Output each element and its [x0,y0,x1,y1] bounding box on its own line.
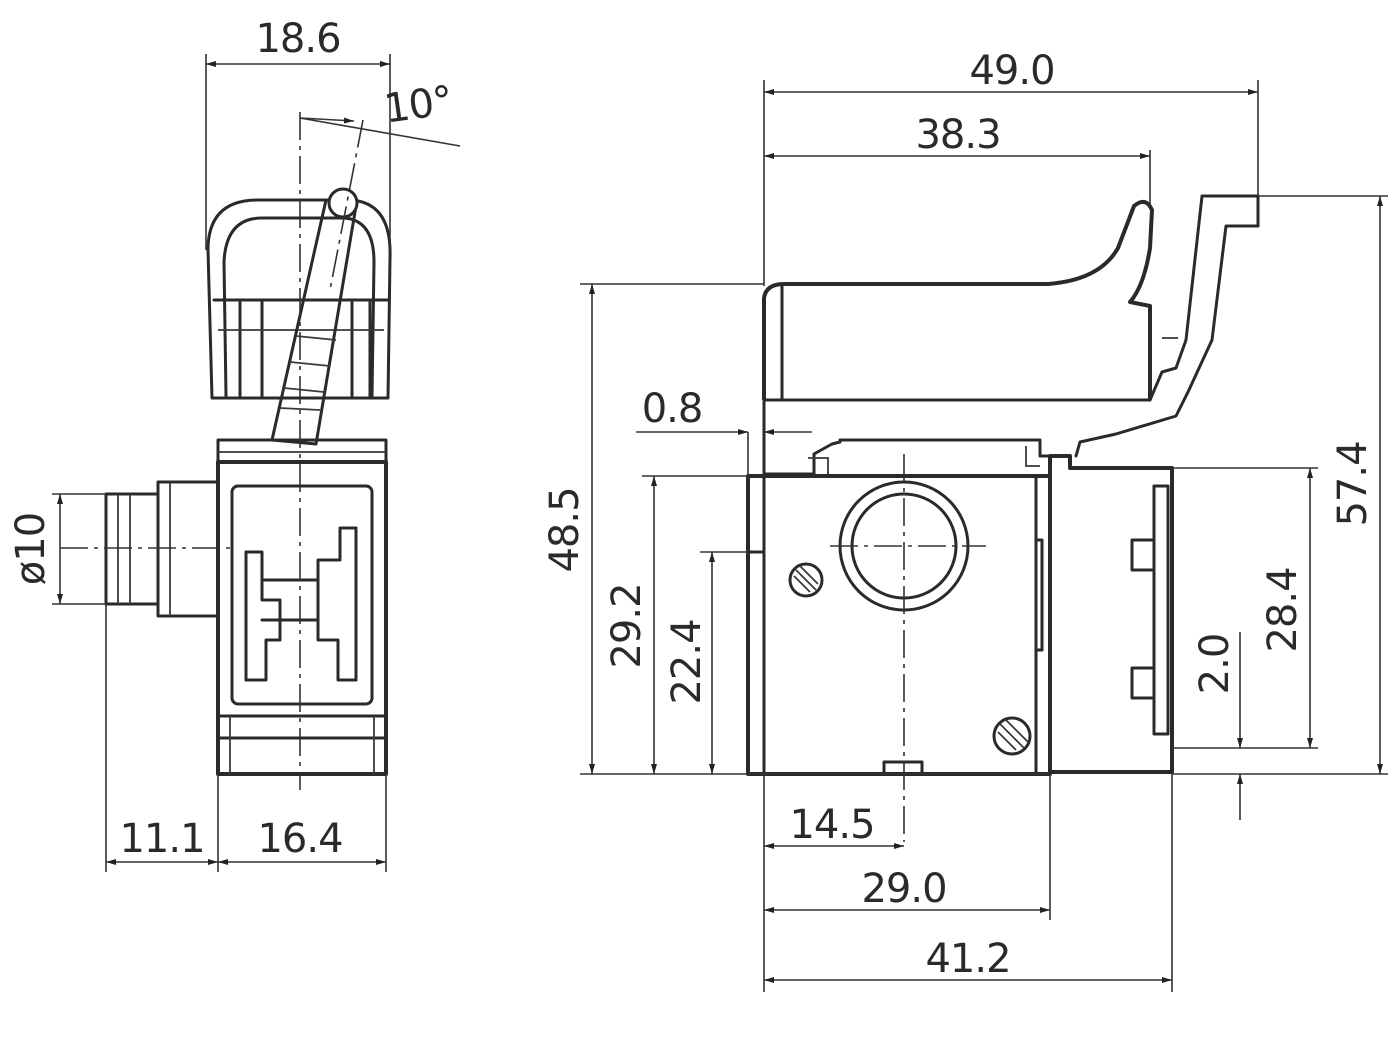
dim-overall-width: 49.0 [969,48,1054,94]
dim-angle: 10° [381,78,455,133]
dim-overall-height: 57.4 [1330,441,1376,526]
dim-body-width-front: 29.0 [861,866,946,912]
dim-terminal-offset: 2.0 [1192,634,1238,695]
dim-trigger-width: 38.3 [915,112,1000,158]
side-view: 18.6 10° ø10 11.1 16.4 [8,16,461,872]
dim-total-body-width: 41.2 [925,936,1010,982]
dim-width-top: 18.6 [255,16,340,62]
dim-height-a: 29.2 [604,583,650,668]
front-view: 49.0 38.3 0.8 48.5 29.2 22.4 57.4 28.4 2… [542,48,1388,992]
dim-offset-center: 14.5 [789,802,874,848]
dim-body-width: 16.4 [257,816,342,862]
dim-step: 0.8 [642,386,703,432]
dim-shaft-length: 11.1 [119,816,204,862]
dim-height-to-trigger: 48.5 [542,487,588,572]
dim-diameter: ø10 [8,513,54,585]
dim-terminal-height: 28.4 [1260,567,1306,652]
dim-height-b: 22.4 [664,619,710,704]
